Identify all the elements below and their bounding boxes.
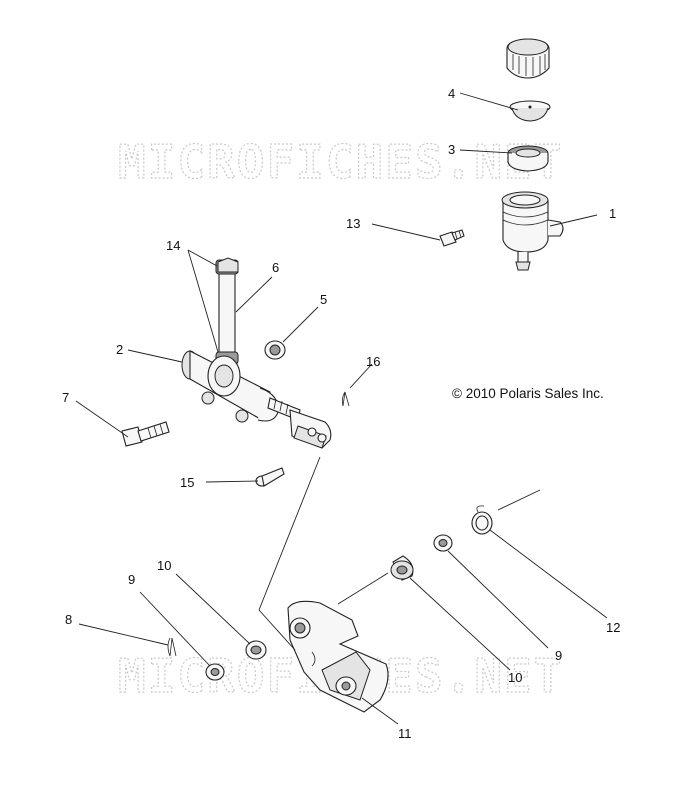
leader-lines [75, 92, 608, 725]
bushing-right [390, 555, 414, 581]
callout-5: 5 [320, 292, 327, 307]
callout-1: 1 [609, 206, 616, 221]
callout-7: 7 [62, 390, 69, 405]
callout-15: 15 [180, 475, 194, 490]
callout-12: 12 [606, 620, 620, 635]
callout-6: 6 [272, 260, 279, 275]
pedal-bracket [287, 600, 389, 713]
callout-3: 3 [448, 142, 455, 157]
callout-10: 10 [157, 558, 171, 573]
copyright-notice: © 2010 Polaris Sales Inc. [452, 386, 604, 401]
cotter-pin-upper [341, 391, 350, 407]
fluid-reservoir [501, 191, 564, 271]
callout-4: 4 [448, 86, 455, 101]
callout-8: 8 [65, 612, 72, 627]
cotter-pin-lower [167, 637, 177, 657]
callout-13: 13 [346, 216, 360, 231]
cap-diaphragm [509, 100, 551, 122]
bushing-left [245, 640, 267, 660]
small-bolt [439, 229, 465, 247]
grommet [264, 340, 286, 360]
callout-14: 14 [166, 238, 180, 253]
callout-2: 2 [116, 342, 123, 357]
callout-11: 11 [398, 726, 412, 741]
return-spring [471, 505, 493, 535]
callout-16: 16 [366, 354, 380, 369]
reservoir-hose [215, 257, 239, 365]
mounting-bolt [121, 421, 170, 447]
reservoir-cap [506, 38, 550, 79]
washer-left-hole [210, 668, 220, 676]
callout-9b: 9 [555, 648, 562, 663]
clevis-pin [255, 467, 285, 487]
callout-9: 9 [128, 572, 135, 587]
washer-right-hole [438, 539, 448, 547]
master-cylinder [181, 350, 332, 449]
watermark-top: MICROFICHES.NET [118, 135, 563, 189]
reservoir-seal [507, 145, 549, 172]
callout-10b: 10 [508, 670, 522, 685]
